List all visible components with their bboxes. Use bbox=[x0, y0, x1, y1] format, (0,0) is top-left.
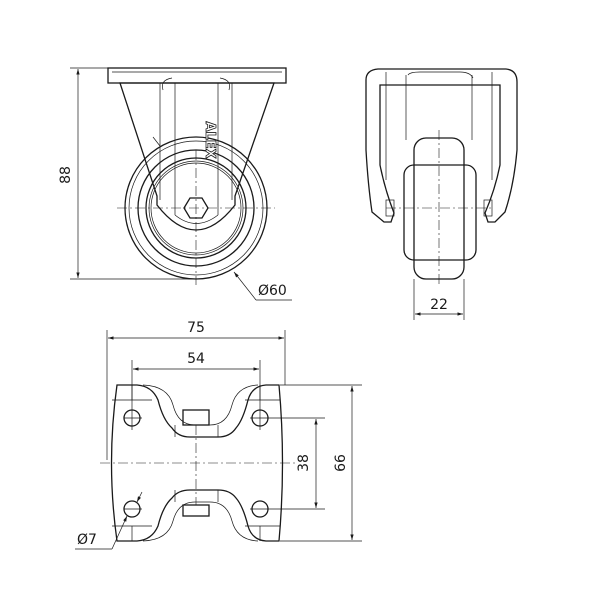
front-view: ALEX 88 Ø60 bbox=[58, 67, 292, 301]
dimension-plate-length: 66 bbox=[280, 384, 362, 542]
dimension-hole-spacing-x: 54 bbox=[131, 351, 261, 430]
nut-top bbox=[182, 409, 210, 426]
plate-width-label: 75 bbox=[187, 320, 205, 336]
hole-spacing-x-label: 54 bbox=[187, 351, 205, 367]
dimension-hole-spacing-y: 38 bbox=[296, 419, 318, 508]
plate-length-label: 66 bbox=[333, 454, 349, 472]
side-view: 22 bbox=[365, 68, 518, 320]
dimension-hole-diameter: Ø7 bbox=[75, 491, 143, 550]
hole-spacing-y-label: 38 bbox=[296, 454, 312, 472]
dimension-wheel-diameter: Ø60 bbox=[233, 271, 292, 301]
wheel-diameter-label: Ø60 bbox=[258, 283, 287, 299]
wheel-width-label: 22 bbox=[430, 297, 448, 313]
brand-logo-text: ALEX bbox=[202, 121, 217, 158]
dimension-plate-width: 75 bbox=[106, 320, 286, 460]
alex-logo: ALEX bbox=[202, 121, 218, 159]
height-label: 88 bbox=[58, 166, 74, 184]
hole-diameter-label: Ø7 bbox=[77, 532, 97, 548]
dimension-wheel-width: 22 bbox=[413, 279, 465, 320]
dimension-height: 88 bbox=[58, 67, 196, 280]
top-view: 75 54 38 66 Ø7 bbox=[75, 320, 362, 550]
fork-front bbox=[107, 67, 287, 231]
nut-bottom bbox=[182, 504, 210, 517]
